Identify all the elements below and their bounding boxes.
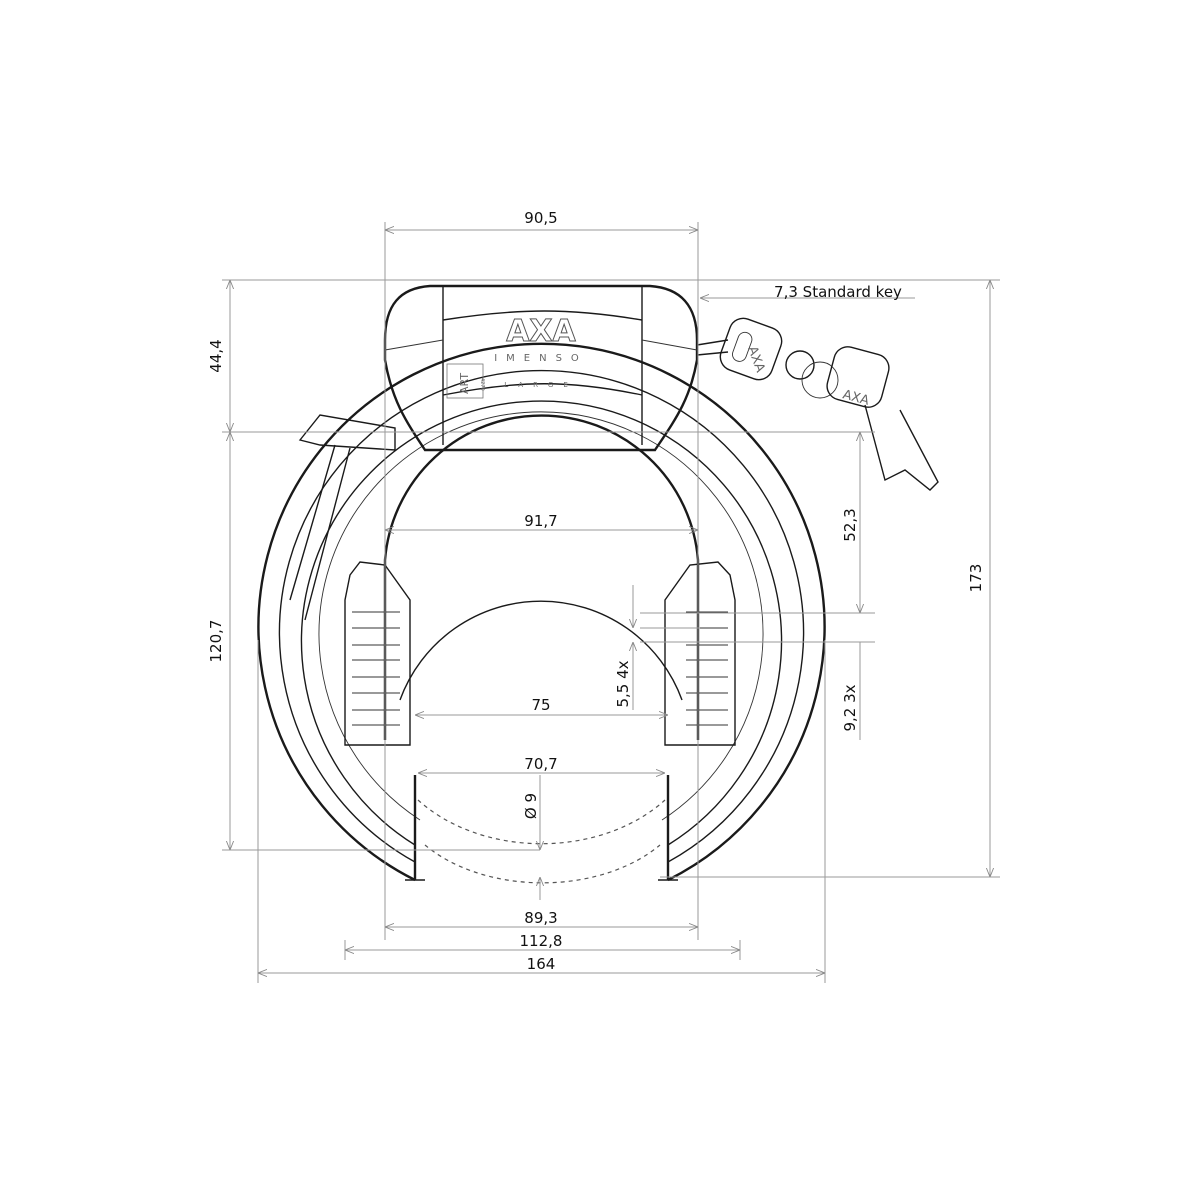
dim-opening-width: 70,7	[524, 755, 557, 773]
key-brand-2: AXA	[841, 387, 871, 408]
dim-body-width: 90,5	[524, 209, 557, 227]
model-name: IMENSO	[494, 353, 588, 364]
dim-slot-pitch-right: 9,2 3x	[841, 684, 859, 731]
dim-body-height: 44,4	[207, 339, 225, 372]
dim-bolt-diameter: Ø 9	[522, 793, 540, 819]
art-certification-badge: ART 4270	[446, 363, 485, 399]
dim-mid-width: 112,8	[520, 932, 563, 950]
dim-inner-width-bottom: 89,3	[524, 909, 557, 927]
brand-logo: AXA	[506, 314, 576, 349]
dim-inner-width-slots: 75	[531, 696, 550, 714]
frame-lock-outline	[257, 284, 826, 884]
dim-inner-width-top: 91,7	[524, 512, 557, 530]
dim-total-height: 173	[967, 564, 985, 593]
dim-lock-to-slot: 52,3	[841, 508, 859, 541]
size-label: LARGE	[504, 381, 578, 389]
svg-text:ART: ART	[458, 373, 471, 394]
key-brand-1: AXA	[744, 344, 767, 374]
dim-total-width: 164	[527, 955, 556, 973]
dimension-lines	[222, 222, 1000, 983]
svg-text:4270: 4270	[479, 378, 485, 391]
dim-slot-pitch-left: 5,5 4x	[614, 660, 632, 707]
dim-ring-height: 120,7	[207, 620, 225, 663]
dim-key-label: 7,3 Standard key	[774, 283, 902, 301]
keys-illustration: AXA AXA	[696, 317, 939, 491]
